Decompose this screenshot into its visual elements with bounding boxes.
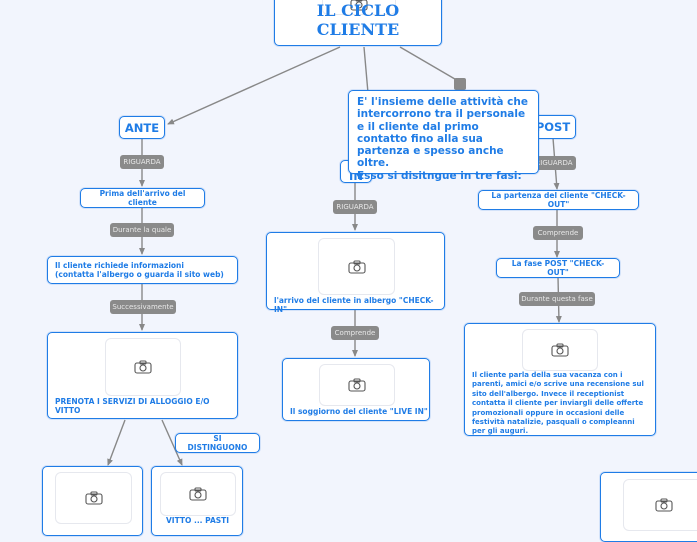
link-root-in <box>363 46 369 94</box>
image-placeholder <box>522 329 598 371</box>
node-ante-child-a[interactable] <box>42 466 143 536</box>
link-label-durante-la-quale: Durante la quale <box>110 223 174 237</box>
node-check-in[interactable]: l'arrivo del cliente in albergo "CHECK-I… <box>266 232 445 314</box>
image-placeholder <box>318 238 395 295</box>
description-text: E' l'insieme delle attività che intercor… <box>357 96 528 182</box>
link-label-successivamente: Successivamente <box>110 300 176 314</box>
camera-icon <box>350 0 368 11</box>
link-label-riguarda-in: RIGUARDA <box>333 200 377 214</box>
node-richiede-informazioni[interactable]: Il cliente richiede informazioni (contat… <box>47 256 238 284</box>
camera-icon <box>655 498 673 512</box>
node-live-in[interactable]: Il soggiorno del cliente "LIVE IN" <box>282 358 430 421</box>
link-label-comprende-in: Comprende <box>331 326 379 340</box>
node-check-in-text: l'arrivo del cliente in albergo "CHECK-I… <box>274 296 434 314</box>
image-placeholder <box>105 338 181 396</box>
collapse-handle <box>454 78 466 90</box>
image-placeholder <box>55 472 132 524</box>
node-si-distinguono[interactable]: SI DISTINGUONO <box>175 433 260 453</box>
node-post-details[interactable]: Il cliente parla della sua vacanza con i… <box>464 323 656 436</box>
image-placeholder <box>160 472 236 516</box>
link-root-ante <box>167 46 341 125</box>
link-label-riguarda-ante: RIGUARDA <box>120 155 164 169</box>
image-placeholder <box>319 364 395 406</box>
node-post-details-text: Il cliente parla della sua vacanza con i… <box>472 371 644 436</box>
node-fase-post[interactable]: La fase POST "CHECK-OUT" <box>496 258 620 278</box>
root-title: IL CICLO CLIENTE <box>316 1 400 39</box>
link-root-post <box>399 46 461 83</box>
node-prima-arrivo-text: Prima dell'arrivo del cliente <box>99 189 186 207</box>
node-check-out[interactable]: La partenza del cliente "CHECK-OUT" <box>478 190 639 210</box>
root-node[interactable]: IL CICLO CLIENTE <box>274 0 442 46</box>
node-si-distinguono-text: SI DISTINGUONO <box>187 434 248 452</box>
phase-ante-title: ANTE <box>124 120 160 135</box>
node-fase-post-text: La fase POST "CHECK-OUT" <box>511 259 605 277</box>
node-check-out-text: La partenza del cliente "CHECK-OUT" <box>491 191 626 209</box>
link-label-durante-questa-fase: Durante questa fase <box>519 292 595 306</box>
node-prenota-servizi-text: PRENOTA I SERVIZI DI ALLOGGIO E/O VITTO <box>55 397 210 415</box>
node-ante-child-b-text: VITTO ... PASTI <box>166 516 230 525</box>
camera-icon <box>134 360 152 374</box>
link-label-comprende-post: Comprende <box>533 226 583 240</box>
camera-icon <box>347 259 366 274</box>
node-prima-arrivo[interactable]: Prima dell'arrivo del cliente <box>80 188 205 208</box>
camera-icon <box>348 378 366 392</box>
root-image-placeholder <box>322 0 396 15</box>
node-prenota-servizi[interactable]: PRENOTA I SERVIZI DI ALLOGGIO E/O VITTO <box>47 332 238 419</box>
node-richiede-informazioni-text: Il cliente richiede informazioni (contat… <box>55 261 224 279</box>
node-offscreen-partial[interactable] <box>600 472 697 542</box>
image-placeholder <box>623 479 697 531</box>
camera-icon <box>189 487 207 501</box>
phase-post-title: POST <box>535 120 571 134</box>
camera-icon <box>551 343 569 357</box>
phase-ante[interactable]: ANTE <box>119 116 165 139</box>
node-ante-child-b[interactable]: VITTO ... PASTI <box>151 466 243 536</box>
link-label-riguarda-post: RIGUARDA <box>532 156 576 170</box>
node-live-in-text: Il soggiorno del cliente "LIVE IN" <box>290 407 428 416</box>
camera-icon <box>84 491 103 505</box>
description-note[interactable]: E' l'insieme delle attività che intercor… <box>348 90 539 182</box>
